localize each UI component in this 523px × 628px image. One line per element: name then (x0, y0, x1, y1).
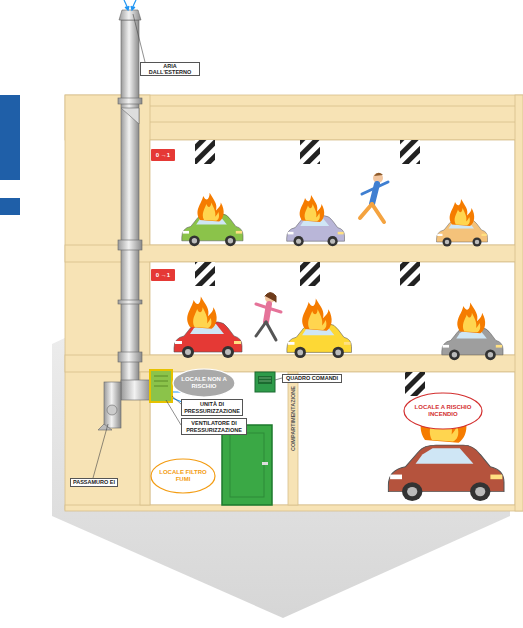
callout-box: QUADRO COMANDI (282, 374, 342, 383)
hatched-beams-part (300, 262, 320, 286)
node-text: LOCALE FILTRO FUMI (150, 469, 216, 482)
smoke-pipe-part (118, 352, 142, 362)
running-man-part (375, 182, 388, 188)
air-arrows-part (124, 0, 128, 9)
running-girl (256, 293, 281, 341)
control-panel-part (258, 376, 272, 384)
room-ellipse: LOCALE FILTRO FUMI (150, 458, 216, 494)
smoke-pipe-part (104, 382, 121, 428)
leader-lines-part (172, 396, 181, 404)
room-ellipse: LOCALE A RISCHIO INCENDIO (403, 392, 483, 430)
fire-door-part (262, 462, 268, 465)
node-text: LOCALE A RISCHIO INCENDIO (403, 404, 483, 417)
smoke-pipe-part (98, 424, 112, 430)
leader-lines-part (166, 400, 181, 425)
node-text: 0 →1 (156, 152, 170, 159)
room-ellipse: LOCALE NON A RISCHIO (172, 368, 236, 398)
leader-lines-part (133, 14, 145, 62)
pressurization-unit-part (154, 381, 168, 382)
running-girl-part (266, 322, 276, 340)
cars-floor-1-part (198, 193, 224, 222)
cars-floor-2-part (302, 298, 331, 330)
blue-bar-part (0, 95, 20, 180)
fire-door (222, 425, 272, 505)
smoke-pipe-part (121, 108, 139, 124)
cars-floor-2-part (187, 296, 216, 328)
running-man-part (360, 204, 372, 218)
hatched-beams-part (400, 140, 420, 164)
cars-floor-1-part (300, 195, 325, 222)
callout-box: PASSAMURO EI (70, 478, 118, 487)
pressurization-unit-part (150, 370, 172, 402)
fire-door-part (222, 425, 272, 505)
building-part (65, 505, 523, 511)
blue-bar-part (0, 198, 20, 215)
hatched-beams-part (300, 140, 320, 164)
ellipse-shape (151, 459, 215, 493)
air-arrows-part (131, 6, 135, 10)
control-panel-part (259, 381, 271, 382)
smoke-pipe-part (121, 20, 139, 382)
pressurization-unit-part (154, 386, 168, 387)
car-floor-3-part (388, 445, 504, 501)
cars-floor-1-part (450, 199, 475, 226)
ellipse-shape (173, 369, 235, 397)
node-text: ARIA DALL'ESTERNO (141, 63, 199, 75)
smoke-pipe-part (107, 405, 117, 415)
running-man-part (374, 173, 383, 176)
building-part (150, 122, 523, 123)
smoke-pipe-part (118, 240, 142, 250)
cars-floor-1 (182, 193, 488, 247)
hatched-beams-part (195, 262, 215, 286)
blue-bar (0, 95, 20, 215)
node-text: 0 →1 (156, 272, 170, 279)
callout-box: VENTILATORE DI PRESSURIZZAZIONE (181, 418, 247, 435)
leader-lines-part (275, 378, 282, 380)
building-part (515, 95, 523, 511)
running-man-part (362, 188, 375, 194)
exit-sign: 0 →1 (151, 149, 175, 161)
cars-floor-2-part (457, 303, 485, 334)
smoke-pipe-part (118, 300, 142, 304)
exit-sign: 0 →1 (151, 269, 175, 281)
callout-box: ARIA DALL'ESTERNO (140, 62, 200, 76)
hatched-beams-part (405, 372, 425, 396)
running-man (360, 173, 388, 222)
smoke-pipe-part (119, 10, 141, 20)
hatched-beams-part (400, 262, 420, 286)
leader-lines-part (93, 424, 108, 478)
fire-door-part (230, 433, 264, 497)
smoke-pipe-part (118, 98, 142, 104)
ellipse-shape (404, 393, 482, 429)
node-text: PASSAMURO EI (72, 479, 116, 485)
node-text: UNITÀ DI PRESSURIZZAZIONE (182, 401, 242, 413)
running-girl-part (256, 304, 268, 308)
wall-label: COMPARTIMENTAZIONE (290, 386, 296, 451)
running-man-part (372, 204, 384, 222)
control-panel (255, 372, 275, 392)
air-arrows-part (132, 0, 136, 9)
leader-lines (93, 14, 282, 478)
building-part (150, 106, 523, 107)
cars-floor-2 (174, 296, 503, 360)
smoke-pipe-part (121, 380, 151, 400)
pressurization-unit (150, 370, 172, 402)
running-girl-part (268, 308, 281, 312)
running-girl-part (256, 322, 266, 336)
node-text: LOCALE NON A RISCHIO (172, 376, 236, 389)
hatched-beams-part (195, 140, 215, 164)
control-panel-part (259, 378, 271, 379)
car-floor-3 (388, 392, 504, 501)
node-text: QUADRO COMANDI (285, 375, 339, 381)
node-text: VENTILATORE DI PRESSURIZZAZIONE (182, 420, 246, 432)
control-panel-part (255, 372, 275, 392)
building-part (288, 372, 298, 505)
air-arrows-part (125, 6, 129, 10)
callout-box: UNITÀ DI PRESSURIZZAZIONE (181, 399, 243, 416)
running-girl-part (265, 293, 276, 303)
pressurization-unit-part (154, 376, 168, 377)
cars-floor-2-part (442, 328, 503, 360)
